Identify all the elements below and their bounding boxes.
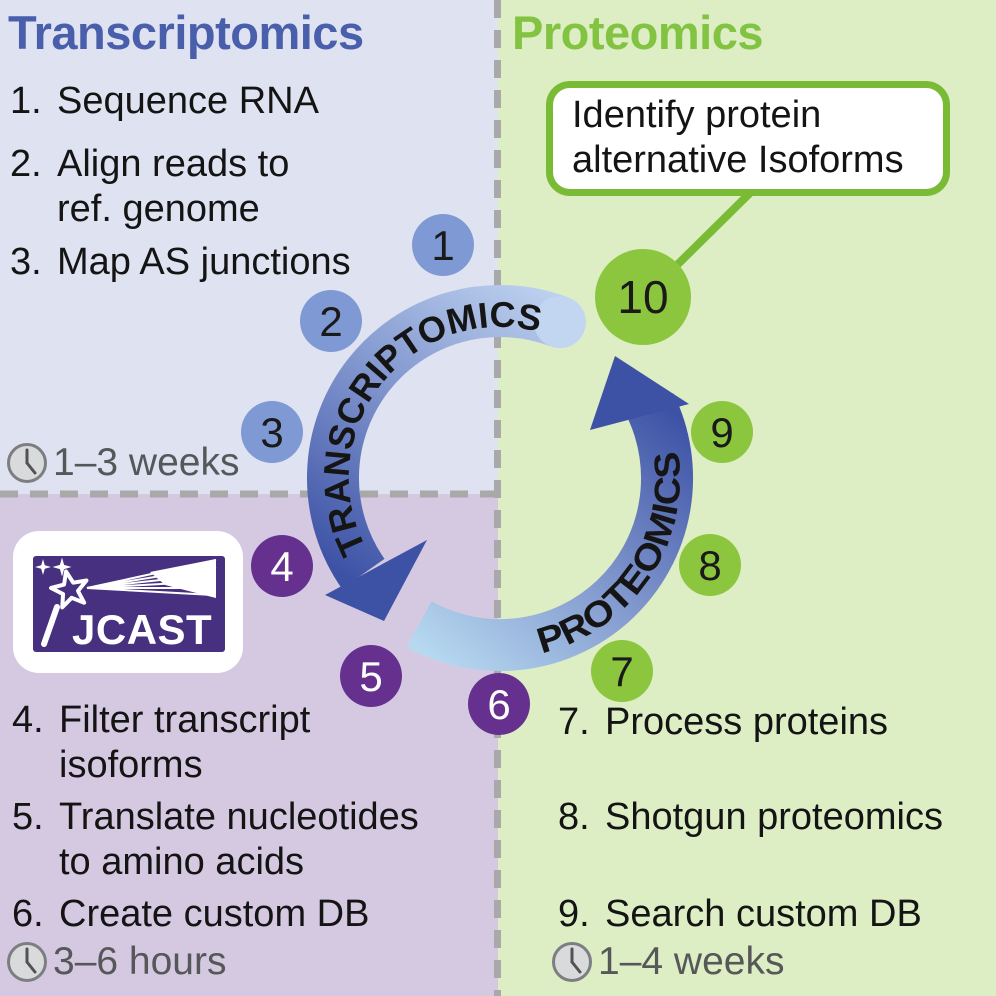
step-number: 5. <box>12 796 44 838</box>
cycle-marker-2: 2 <box>300 290 362 352</box>
marker-number: 6 <box>487 681 510 728</box>
step-3: 3. Map AS junctions <box>10 240 351 285</box>
cycle-marker-7: 7 <box>591 640 653 702</box>
marker-number: 10 <box>617 271 668 323</box>
marker-number: 4 <box>270 543 293 590</box>
transcriptomics-arc-band <box>307 285 570 589</box>
callout-connector-line <box>667 187 756 275</box>
proteomics-arrowhead-icon <box>590 356 689 430</box>
callout-text: alternative Isoforms <box>572 139 904 181</box>
step-8: 8. Shotgun proteomics <box>558 795 943 840</box>
step-1: 1. Sequence RNA <box>10 79 319 124</box>
clock-icon <box>552 942 592 982</box>
step-text: Search custom DB <box>605 893 922 935</box>
cycle-marker-1: 1 <box>412 214 474 276</box>
jcast-wordmark: JCAST <box>72 606 212 653</box>
transcriptomics-duration: 1–3 weeks <box>5 441 239 485</box>
marker-circle <box>595 249 691 345</box>
step-text: Shotgun proteomics <box>605 796 943 838</box>
step-text: isoforms <box>59 744 203 786</box>
cycle-marker-4: 4 <box>251 535 313 597</box>
callout-identify-isoforms: Identify protein alternative Isoforms <box>546 81 950 196</box>
duration-text: 3–6 hours <box>53 940 227 983</box>
wand-handle-icon <box>41 604 60 647</box>
step-number: 3. <box>10 241 42 283</box>
marker-circle <box>412 214 474 276</box>
sparkle-icon <box>52 557 72 577</box>
marker-number: 2 <box>319 298 342 345</box>
marker-circle <box>300 290 362 352</box>
proteomics-duration: 1–4 weeks <box>550 940 784 984</box>
marker-circle <box>251 535 313 597</box>
magic-star-icon <box>49 569 89 610</box>
star-trail-wedge <box>150 559 216 598</box>
step-text: ref. genome <box>57 188 260 230</box>
step-text: Sequence RNA <box>57 80 319 122</box>
jcast-duration: 3–6 hours <box>5 940 226 984</box>
step-number: 4. <box>12 699 44 741</box>
marker-circle <box>241 401 303 463</box>
step-text: Map AS junctions <box>57 241 351 283</box>
step-number: 8. <box>558 796 590 838</box>
jcast-logo: JCAST <box>13 531 243 673</box>
marker-number: 5 <box>359 653 382 700</box>
marker-circle <box>340 645 402 707</box>
step-text: Filter transcript <box>59 699 311 741</box>
clock-icon <box>7 942 47 982</box>
marker-number: 3 <box>260 409 283 456</box>
step-5: 5. Translate nucleotides to amino acids <box>12 795 419 885</box>
step-number: 1. <box>10 80 42 122</box>
marker-number: 1 <box>431 222 454 269</box>
transcriptomics-arrowhead-icon <box>325 540 427 621</box>
marker-circle <box>679 534 741 596</box>
marker-number: 9 <box>710 409 733 456</box>
proteomics-title: Proteomics <box>512 6 763 59</box>
cycle-marker-10: 10 <box>595 249 691 345</box>
step-text: Create custom DB <box>59 893 370 935</box>
marker-number: 7 <box>610 648 633 695</box>
cycle-marker-6: 6 <box>468 673 530 735</box>
step-text: to amino acids <box>59 841 305 883</box>
step-text: Process proteins <box>605 701 889 743</box>
duration-text: 1–3 weeks <box>53 441 240 484</box>
duration-text: 1–4 weeks <box>598 940 785 983</box>
proteomics-arc-band <box>406 393 694 672</box>
sparkle-icon <box>35 559 51 575</box>
marker-circle <box>691 401 753 463</box>
step-6: 6. Create custom DB <box>12 892 369 937</box>
step-text: Align reads to <box>57 143 290 185</box>
step-2: 2. Align reads to ref. genome <box>10 142 289 232</box>
callout-text: Identify protein <box>572 94 822 136</box>
step-number: 7. <box>558 701 590 743</box>
step-9: 9. Search custom DB <box>558 892 922 937</box>
step-text: Translate nucleotides <box>59 796 419 838</box>
transcriptomics-arc-start-cap <box>533 296 586 349</box>
step-number: 2. <box>10 143 42 185</box>
cycle-marker-5: 5 <box>340 645 402 707</box>
step-7: 7. Process proteins <box>558 700 888 745</box>
marker-number: 8 <box>698 542 721 589</box>
marker-circle <box>591 640 653 702</box>
cycle-marker-8: 8 <box>679 534 741 596</box>
step-number: 9. <box>558 893 590 935</box>
proteomics-arc-label: PROTEOMICS <box>532 450 689 661</box>
cycle-marker-3: 3 <box>241 401 303 463</box>
transcriptomics-title: Transcriptomics <box>8 6 364 59</box>
step-number: 6. <box>12 893 44 935</box>
clock-icon <box>7 443 47 483</box>
step-4: 4. Filter transcript isoforms <box>12 698 310 788</box>
marker-circle <box>468 673 530 735</box>
cycle-marker-9: 9 <box>691 401 753 463</box>
